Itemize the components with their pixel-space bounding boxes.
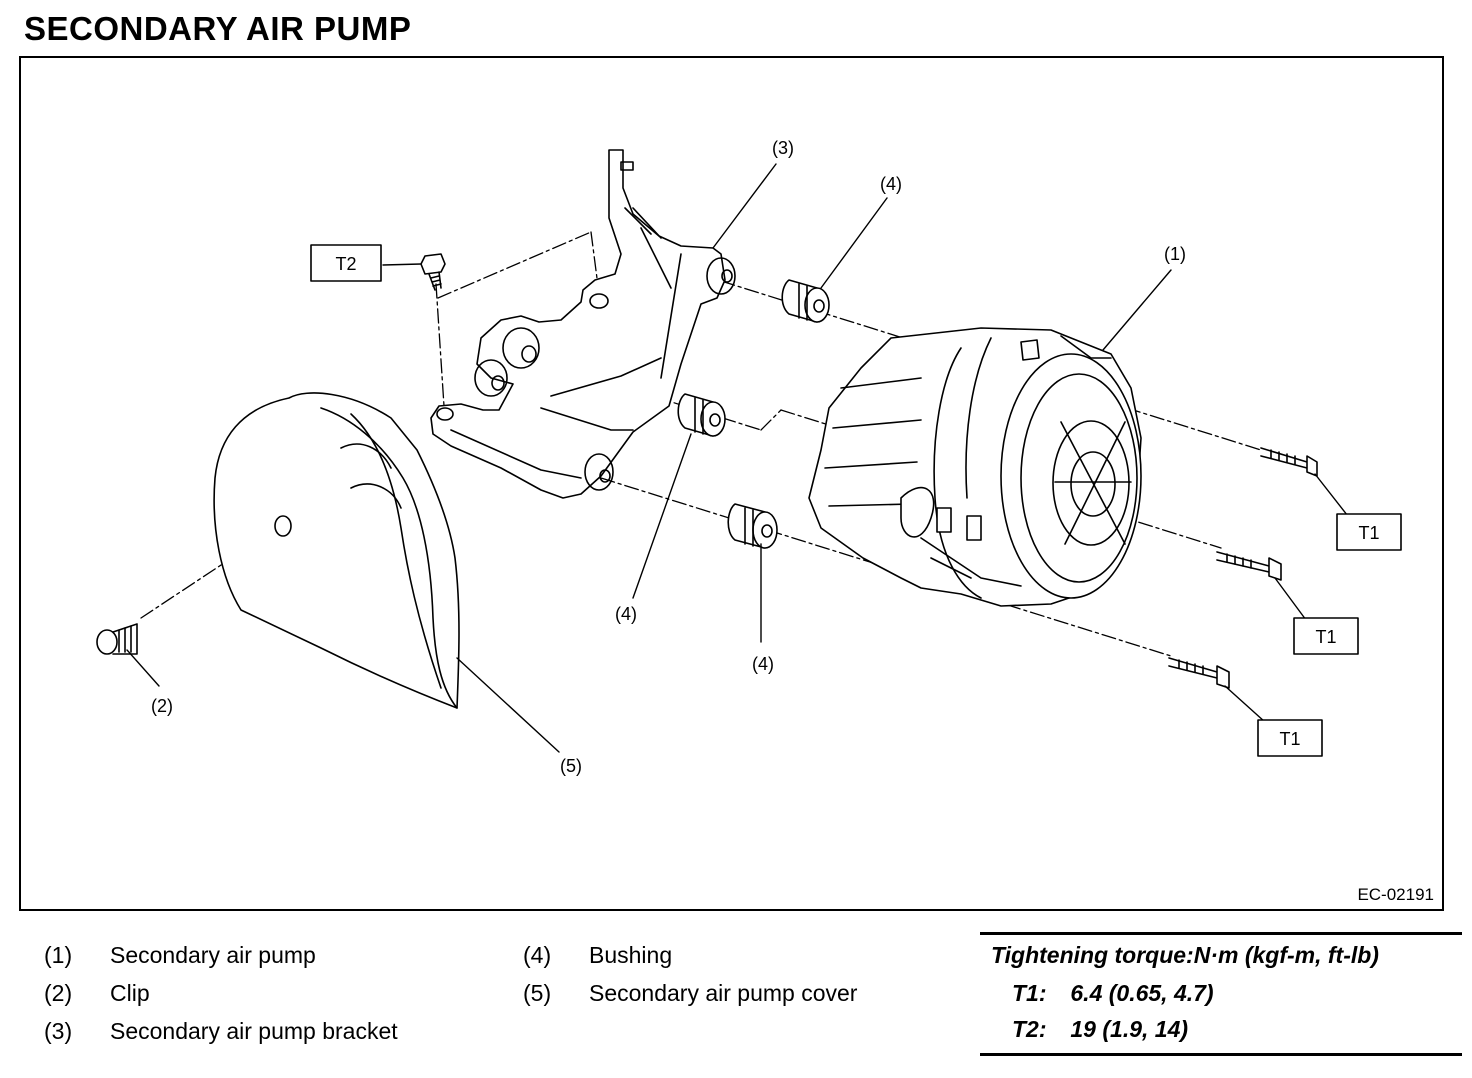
exploded-view-figure: (3) (4) (1) (4) (4) (2) (5) T2 T1 T1 T1 … xyxy=(19,56,1444,911)
air-pump-cover xyxy=(213,392,460,709)
callout-5: (5) xyxy=(560,756,582,776)
legend-number: (2) xyxy=(44,980,73,1006)
legend-label: Bushing xyxy=(589,942,673,968)
legend-number: (5) xyxy=(523,980,552,1006)
torque-rule-bottom xyxy=(980,1053,1462,1056)
torque-value: 19 (1.9, 14) xyxy=(1070,1016,1189,1042)
t2-tag: T2 xyxy=(335,254,356,274)
t1-tag-box-upper xyxy=(1336,513,1402,551)
bolt-t1-upper xyxy=(1260,447,1318,477)
torque-heading: Tightening torque:N·m (kgf-m, ft-lb) xyxy=(991,942,1379,968)
legend-label: Secondary air pump bracket xyxy=(110,1018,398,1044)
torque-row: T2: 19 (1.9, 14) xyxy=(980,1011,1462,1047)
bushing-middle xyxy=(677,393,726,437)
torque-key: T2: xyxy=(1012,1016,1047,1042)
callout-leaders xyxy=(126,163,1352,753)
t1-tag-middle: T1 xyxy=(1315,627,1336,647)
bolt-t1-lower xyxy=(1168,657,1230,689)
legend-label: Secondary air pump xyxy=(110,942,316,968)
callout-3: (3) xyxy=(772,138,794,158)
torque-key: T1: xyxy=(1012,980,1047,1006)
figure-code: EC-02191 xyxy=(1357,885,1434,904)
t1-tag-box-middle xyxy=(1293,617,1359,655)
callout-1: (1) xyxy=(1164,244,1186,264)
air-pump-bracket xyxy=(430,149,736,499)
legend-item: (3) Secondary air pump bracket xyxy=(44,1012,398,1050)
secondary-air-pump xyxy=(808,327,1142,607)
bolt-t2 xyxy=(420,253,446,291)
legend-item: (5) Secondary air pump cover xyxy=(523,974,857,1012)
page-title: SECONDARY AIR PUMP xyxy=(24,10,412,47)
t1-tag-box-lower xyxy=(1257,719,1323,757)
callout-4-left: (4) xyxy=(615,604,637,624)
clip xyxy=(96,623,138,655)
bolt-t1-middle xyxy=(1216,551,1282,581)
t2-tag-box xyxy=(310,244,382,282)
parts-legend-left: (1) Secondary air pump (2) Clip (3) Seco… xyxy=(44,936,398,1050)
legend-item: (4) Bushing xyxy=(523,936,857,974)
torque-row: T1: 6.4 (0.65, 4.7) xyxy=(980,975,1462,1011)
legend-number: (1) xyxy=(44,942,73,968)
legend-label: Clip xyxy=(110,980,150,1006)
callout-4-bottom: (4) xyxy=(752,654,774,674)
legend-number: (3) xyxy=(44,1018,73,1044)
callout-4-top: (4) xyxy=(880,174,902,194)
callout-2: (2) xyxy=(151,696,173,716)
bushing-lower xyxy=(727,503,778,549)
bushing-upper xyxy=(781,279,830,323)
parts-legend-middle: (4) Bushing (5) Secondary air pump cover xyxy=(523,936,857,1012)
torque-rule-top xyxy=(980,932,1462,935)
torque-value: 6.4 (0.65, 4.7) xyxy=(1070,980,1214,1006)
legend-number: (4) xyxy=(523,942,552,968)
exploded-view-drawing: (3) (4) (1) (4) (4) (2) (5) T2 T1 T1 T1 xyxy=(96,138,1402,776)
legend-item: (1) Secondary air pump xyxy=(44,936,398,974)
t1-tag-upper: T1 xyxy=(1358,523,1379,543)
legend-item: (2) Clip xyxy=(44,974,398,1012)
t1-tag-lower: T1 xyxy=(1279,729,1300,749)
legend-label: Secondary air pump cover xyxy=(589,980,858,1006)
torque-table: Tightening torque:N·m (kgf-m, ft-lb) T1:… xyxy=(980,932,1462,1056)
